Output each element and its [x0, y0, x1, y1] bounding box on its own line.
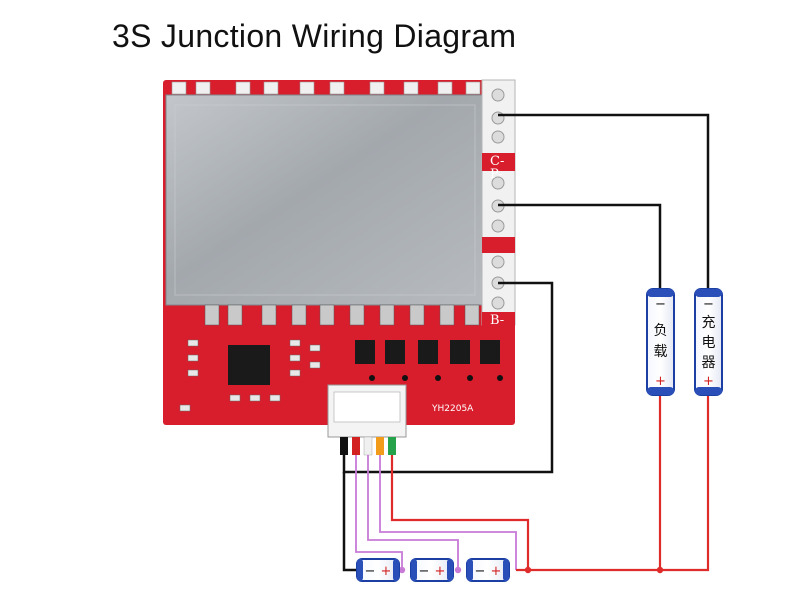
- cell-1-minus-sign: −: [365, 564, 376, 579]
- terminal-holes: [491, 88, 505, 310]
- top-components: [171, 81, 481, 95]
- cell-1-plus-sign: +: [381, 564, 392, 579]
- positive-wires: [390, 395, 710, 572]
- balance-wires: [355, 455, 517, 570]
- wire-pack-plus: [516, 395, 710, 572]
- heatsink: [165, 94, 483, 306]
- negative-wires: [342, 113, 710, 572]
- wire-b-minus-to-connector: [342, 281, 554, 474]
- charger-label-line3: 器: [702, 355, 716, 371]
- cell-3-minus-sign: −: [475, 564, 486, 579]
- bottom-components: YH2205A: [179, 304, 503, 414]
- charger-minus-sign: −: [703, 297, 714, 312]
- wire-red-balance: [390, 455, 530, 570]
- charger-label-line2: 电: [702, 335, 716, 351]
- wire-c-minus-to-charger: [498, 113, 710, 290]
- junction-dots: [398, 566, 664, 574]
- load-minus-sign: −: [655, 297, 666, 312]
- load-plus-sign: +: [655, 374, 666, 389]
- cell-2-minus-sign: −: [419, 564, 430, 579]
- pin-label-p-minus: P-: [490, 167, 502, 182]
- battery-cell-3: − +: [466, 558, 510, 582]
- charger-plus-sign: +: [703, 374, 714, 389]
- bms-board: C- P- B-: [163, 79, 516, 456]
- board-model-label: YH2205A: [431, 404, 474, 414]
- pin-label-c-minus: C-: [490, 154, 504, 169]
- controller-ic: [228, 345, 270, 385]
- diagram-title: 3S Junction Wiring Diagram: [112, 18, 517, 54]
- charger-component: − 充 电 器 +: [694, 288, 723, 396]
- cell-2-plus-sign: +: [435, 564, 446, 579]
- load-label-line1: 负: [654, 323, 668, 339]
- battery-cell-1: − +: [356, 558, 400, 582]
- wire-p-minus-to-load: [498, 203, 662, 290]
- cell-3-plus-sign: +: [491, 564, 502, 579]
- pin-label-b-minus: B-: [490, 313, 504, 328]
- load-label-line2: 载: [654, 344, 668, 360]
- wire-connector-to-cell1-minus: [342, 472, 358, 572]
- charger-label-line1: 充: [702, 315, 716, 331]
- load-component: − 负 载 +: [646, 288, 675, 396]
- connector-wires: [340, 436, 396, 456]
- battery-cell-2: − +: [410, 558, 454, 582]
